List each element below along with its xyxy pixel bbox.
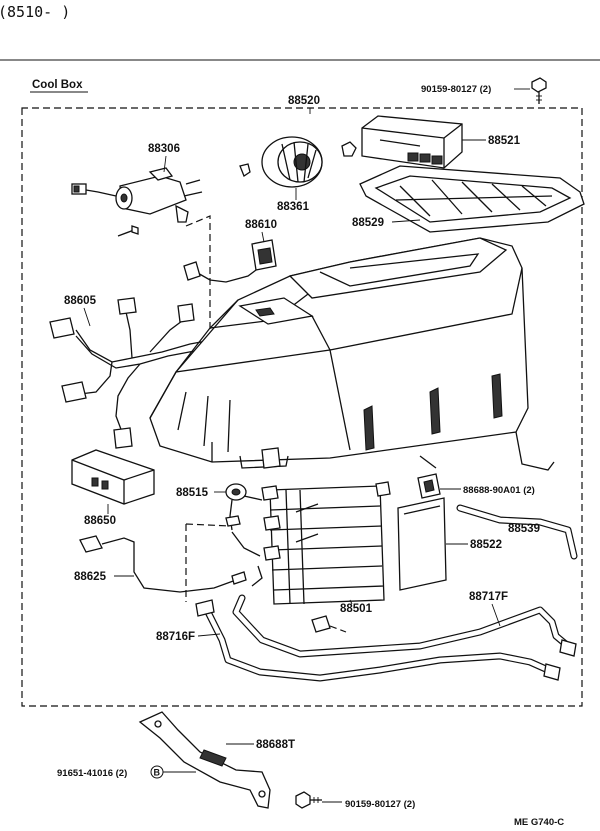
label-88716f: 88716F (156, 631, 195, 643)
label-88361: 88361 (277, 201, 310, 213)
wire-harness-88605 (49, 297, 213, 449)
leader-88501 (349, 599, 353, 605)
screw-top (531, 77, 547, 104)
evaporator-88501 (261, 481, 391, 605)
servo-motor-88306 (71, 167, 203, 223)
thermistor-88625 (79, 535, 247, 593)
label-88501: 88501 (340, 603, 373, 615)
label-88688t: 88688T (256, 739, 295, 751)
nut-88361 (239, 163, 251, 177)
label-88539: 88539 (508, 523, 540, 535)
label-88306: 88306 (148, 143, 180, 155)
leader-88717f (491, 603, 501, 627)
label-90159-top: 90159-80127 (2) (421, 84, 491, 95)
pipe-inlet (231, 531, 261, 557)
drain-hose-88539 (456, 504, 578, 560)
label-88625: 88625 (74, 571, 107, 583)
hose-88717f (232, 594, 577, 658)
case-cover-88529 (359, 165, 585, 233)
label-90159-bottom: 90159-80127 (2) (345, 799, 415, 810)
expansion-valve-88515 (225, 483, 263, 531)
dash-88306 (185, 215, 211, 332)
ref-mark-b: B (154, 768, 161, 778)
relay-88610 (183, 239, 277, 283)
blower-motor-88361 (261, 136, 323, 188)
nut-88521 (341, 141, 357, 157)
computer-88650 (71, 449, 155, 505)
pipe-outlet (251, 565, 263, 587)
section-title: Cool Box (32, 79, 83, 91)
footer-code: ME G740-C (514, 817, 564, 828)
leader-88529 (391, 219, 421, 223)
label-88605: 88605 (64, 295, 97, 307)
leader-88306 (163, 155, 167, 173)
screw-bottom (295, 791, 322, 809)
hose-88716f (195, 599, 561, 682)
label-88529: 88529 (352, 217, 384, 229)
label-88610: 88610 (245, 219, 277, 231)
label-88515: 88515 (176, 487, 209, 499)
amplifier-88521 (361, 115, 463, 169)
header-range-text: (8510- ) (0, 3, 70, 21)
label-88520: 88520 (288, 95, 320, 107)
leader-88716f (197, 633, 221, 637)
dash-evaporator-2 (185, 523, 231, 527)
label-88521: 88521 (488, 135, 521, 147)
clip-88688-90a01 (417, 473, 441, 499)
leader-88610 (261, 231, 265, 243)
label-91651: 91651-41016 (2) (57, 768, 127, 779)
fitting-center (311, 615, 347, 633)
label-88650: 88650 (84, 515, 116, 527)
leader-88605 (83, 307, 91, 327)
label-88522: 88522 (470, 539, 502, 551)
label-88688-90a01: 88688-90A01 (2) (463, 485, 535, 496)
plate-88522 (397, 497, 447, 591)
bracket-88688t (138, 711, 271, 809)
screw-88306 (117, 225, 139, 237)
label-88717f: 88717F (469, 591, 508, 603)
cool-box-housing (149, 237, 555, 471)
assembly-boundary (21, 107, 583, 707)
